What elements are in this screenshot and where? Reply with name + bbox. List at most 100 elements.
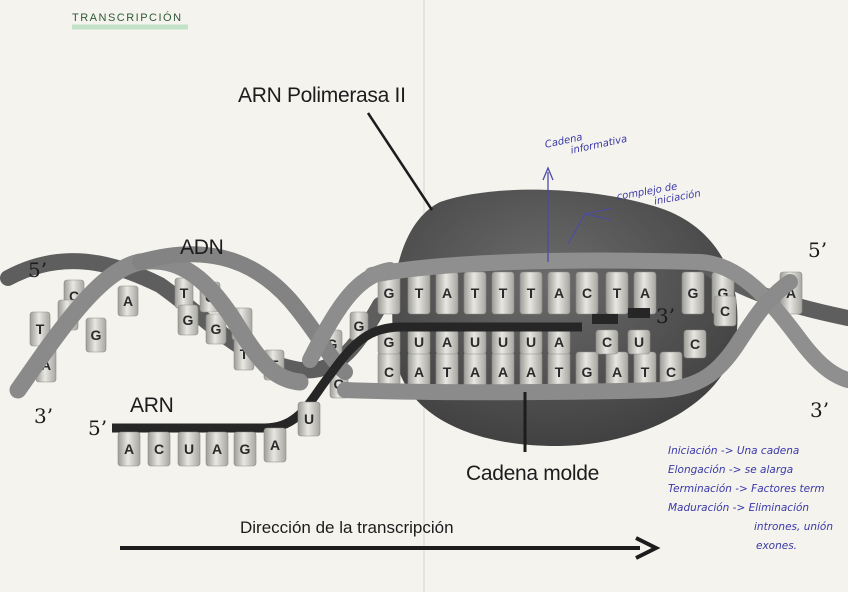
svg-text:A: A	[212, 441, 222, 457]
svg-text:U: U	[498, 334, 508, 350]
svg-text:G: G	[582, 364, 593, 380]
rna-tail-base-3: A	[205, 431, 229, 467]
svg-text:G: G	[334, 376, 345, 392]
template-label: Cadena molde	[466, 462, 599, 485]
coding-pointer-arrow	[542, 166, 554, 181]
rna-strand	[112, 322, 582, 433]
note-maturation-2: intrones, unión	[754, 521, 833, 533]
five-prime-right: 5’	[808, 238, 828, 262]
polymerase-blob	[392, 189, 738, 447]
svg-text:G: G	[183, 312, 194, 328]
svg-text:G: G	[384, 334, 395, 350]
svg-text:G: G	[384, 285, 395, 301]
coding-base-1: T	[407, 271, 431, 315]
rna-tail-base-0: A	[117, 431, 141, 467]
polymerase-label: ARN Polimerasa II	[238, 84, 406, 107]
coding-base-9: A	[633, 271, 657, 315]
svg-text:A: A	[442, 334, 452, 350]
svg-text:G: G	[211, 321, 222, 337]
svg-text:U: U	[304, 411, 314, 427]
base-c-right-1: C	[683, 329, 707, 359]
svg-text:G: G	[91, 327, 102, 343]
svg-text:A: A	[526, 364, 536, 380]
svg-text:G: G	[240, 441, 251, 457]
svg-text:A: A	[414, 364, 424, 380]
svg-text:T: T	[499, 285, 508, 301]
svg-text:U: U	[634, 334, 644, 350]
svg-text:A: A	[41, 357, 51, 373]
svg-text:T: T	[180, 285, 189, 301]
svg-text:G: G	[718, 285, 729, 301]
five-prime-left: 5’	[28, 258, 48, 282]
rna-base-5: U	[519, 329, 543, 355]
rna-tail-base-4: G	[233, 431, 257, 467]
svg-text:C: C	[602, 334, 612, 350]
svg-text:T: T	[555, 364, 564, 380]
base-g-3: G	[205, 313, 227, 345]
rna-base-1: U	[407, 329, 431, 355]
coding-base-8: T	[605, 271, 629, 315]
rna-five-prime: 5’	[88, 416, 108, 440]
svg-text:G: G	[354, 318, 365, 334]
rna-tail-base-5: A	[263, 427, 287, 463]
svg-text:C: C	[154, 441, 164, 457]
svg-text:G: G	[688, 285, 699, 301]
svg-text:U: U	[184, 441, 194, 457]
svg-text:T: T	[36, 321, 45, 337]
rna-tail-bases: A C U A G A U	[117, 401, 321, 467]
rna-base-4: U	[491, 329, 515, 355]
note-elongation: Elongación -> se alarga	[668, 464, 794, 476]
rna-three-prime: 3’	[656, 304, 676, 328]
svg-text:T: T	[415, 285, 424, 301]
note-initiation: Iniciación -> Una cadena	[668, 445, 800, 457]
rna-base-7: C	[595, 329, 619, 355]
complex-pointer	[567, 207, 613, 245]
svg-text:U: U	[414, 334, 424, 350]
coding-base-5: T	[519, 271, 543, 315]
rna-segment-2	[628, 308, 650, 318]
rna-tail-base-6: U	[297, 401, 321, 437]
svg-text:C: C	[666, 364, 676, 380]
template-strand	[337, 274, 798, 401]
rna-base-0: G	[377, 329, 401, 355]
dna-label: ADN	[180, 236, 224, 259]
note-maturation: Maduración -> Eliminación	[668, 502, 810, 514]
svg-text:T: T	[443, 364, 452, 380]
svg-text:T: T	[471, 285, 480, 301]
svg-text:A: A	[124, 441, 134, 457]
coding-base-4: T	[491, 271, 515, 315]
rna-base-3: U	[463, 329, 487, 355]
svg-text:C: C	[582, 285, 592, 301]
direction-arrow-head	[635, 536, 661, 560]
rna-tail-base-2: U	[177, 431, 201, 467]
rna-segment-1	[592, 314, 618, 324]
coding-base-7: C	[575, 271, 599, 315]
svg-text:A: A	[442, 285, 452, 301]
three-prime-left: 3’	[34, 404, 54, 428]
svg-text:A: A	[786, 285, 796, 301]
direction-label: Dirección de la transcripción	[240, 518, 454, 537]
base-c-right-2: C	[713, 295, 737, 327]
svg-text:T: T	[240, 346, 249, 362]
dna-front-strand-2	[132, 246, 353, 380]
svg-text:T: T	[527, 285, 536, 301]
svg-text:T: T	[641, 364, 650, 380]
coding-base-6: A	[547, 271, 571, 315]
template-base-7: G	[575, 351, 599, 393]
svg-text:T: T	[613, 285, 622, 301]
three-prime-right: 3’	[810, 398, 830, 422]
svg-text:A: A	[640, 285, 650, 301]
dna-front-strand	[9, 252, 309, 399]
svg-text:A: A	[554, 285, 564, 301]
svg-text:A: A	[612, 364, 622, 380]
svg-text:A: A	[498, 364, 508, 380]
coding-base-3: T	[463, 271, 487, 315]
coding-base-2: A	[435, 271, 459, 315]
polymerase-pointer	[366, 112, 434, 211]
coding-strand	[364, 252, 848, 388]
rna-base-6: A	[547, 329, 571, 355]
svg-text:C: C	[690, 336, 700, 352]
svg-text:A: A	[270, 437, 280, 453]
svg-text:C: C	[720, 303, 730, 319]
